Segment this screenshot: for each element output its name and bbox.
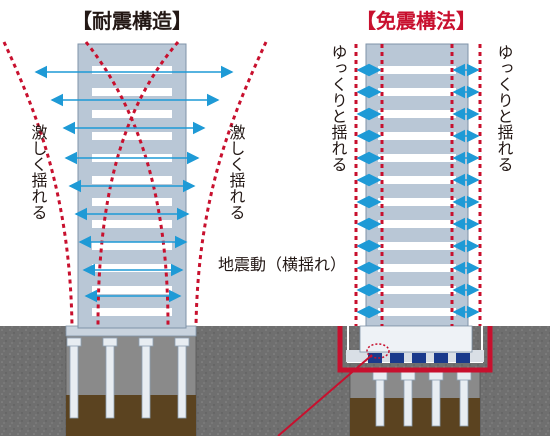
pile <box>141 337 151 419</box>
floor-slot <box>378 154 456 162</box>
right-sway-lines <box>354 44 482 326</box>
right-building <box>359 43 473 353</box>
pile-cap <box>400 371 416 381</box>
floor-slot <box>92 242 172 250</box>
pile-cap <box>102 337 118 347</box>
floor-slot <box>378 308 456 316</box>
right-sway-label-1: ゆっくりと揺れる <box>329 44 348 172</box>
floor-slot <box>378 132 456 140</box>
floor-slot <box>378 66 456 74</box>
right-sway-label-2: ゆっくりと揺れる <box>495 44 514 172</box>
floor-slot <box>92 88 172 96</box>
floor-slot <box>92 198 172 206</box>
floor-slot <box>92 132 172 140</box>
floor-slot <box>378 264 456 272</box>
pile-cap <box>428 371 444 381</box>
floor-slot <box>92 308 172 316</box>
pile <box>105 337 115 419</box>
floor-slot <box>378 110 456 118</box>
pile-cap <box>174 337 190 347</box>
floor-slot <box>378 88 456 96</box>
floor-slot <box>92 176 172 184</box>
floor-slot <box>378 176 456 184</box>
pile <box>177 337 187 419</box>
left-shake-label-2: 激しく揺れる <box>227 124 246 220</box>
pile-cap <box>66 337 82 347</box>
pile <box>375 373 385 427</box>
left-displacement-arrows <box>34 65 234 303</box>
left-foundation <box>65 333 197 436</box>
floor-slot <box>378 220 456 228</box>
pile <box>403 373 413 427</box>
pile <box>69 337 79 419</box>
callout-line <box>277 354 373 436</box>
seismic-isolator-icon <box>366 343 470 363</box>
left-building <box>65 43 197 337</box>
floor-slot <box>92 110 172 118</box>
pile-cap <box>456 371 472 381</box>
floor-slot <box>92 286 172 294</box>
right-displacement-arrows <box>356 63 480 319</box>
floor-slot <box>378 286 456 294</box>
pile <box>431 373 441 427</box>
pile <box>459 373 469 427</box>
ground-motion-label: 地震動（横揺れ） <box>218 255 346 274</box>
left-title: 【耐震構造】 <box>72 9 192 33</box>
pile-cap <box>372 371 388 381</box>
pile-cap <box>138 337 154 347</box>
floor-slot <box>378 198 456 206</box>
left-shake-label-1: 激しく揺れる <box>29 124 48 220</box>
floor-slot <box>378 242 456 250</box>
right-title: 【免震構法】 <box>356 9 476 33</box>
floor-slot <box>92 220 172 228</box>
